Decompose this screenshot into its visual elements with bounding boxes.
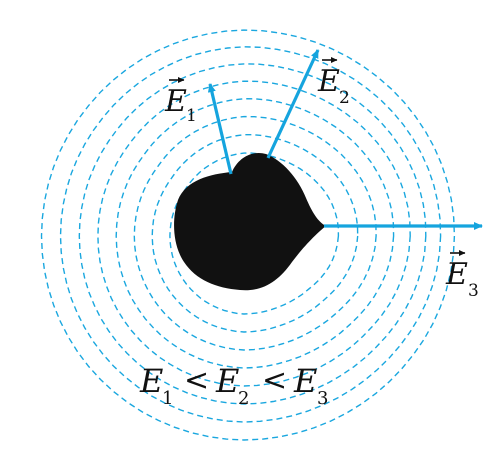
equipotential-line [78,63,427,405]
equipotential-line [59,46,442,423]
relation-less-than-1: < [184,363,209,398]
equipotential-line [169,152,340,315]
equipotential-lines [40,29,456,441]
relation-e2-subscript: 2 [238,388,249,409]
relation-e2-letter: E [215,362,239,400]
charged-conductor [174,152,326,291]
relation-e3-letter: E [293,362,317,400]
field-vector-e1 [207,83,233,175]
relation-less-than-2: < [262,363,287,398]
label-e1-letter: E [164,84,187,119]
equipotential-line [151,134,359,333]
equipotential-line [40,29,456,441]
relation-e1-letter: E [139,362,163,400]
equipotential-line [97,80,411,387]
label-e2-letter: E [317,64,340,99]
label-e1-subscript: 1 [186,106,197,126]
label-e1: E 1 [164,77,197,126]
relation-e3-subscript: 3 [317,388,328,409]
magnitude-relation: E 1 < E 2 < E 3 [139,362,328,409]
label-e3-subscript: 3 [468,281,479,301]
field-vector-e2 [266,49,320,159]
label-e3: E 3 [445,250,479,301]
equipotential-line [115,97,395,369]
label-e3-letter: E [445,257,468,292]
label-e2-subscript: 2 [339,88,350,108]
equipotential-line [133,115,377,351]
label-e2: E 2 [317,57,350,108]
relation-e1-subscript: 1 [162,388,173,409]
